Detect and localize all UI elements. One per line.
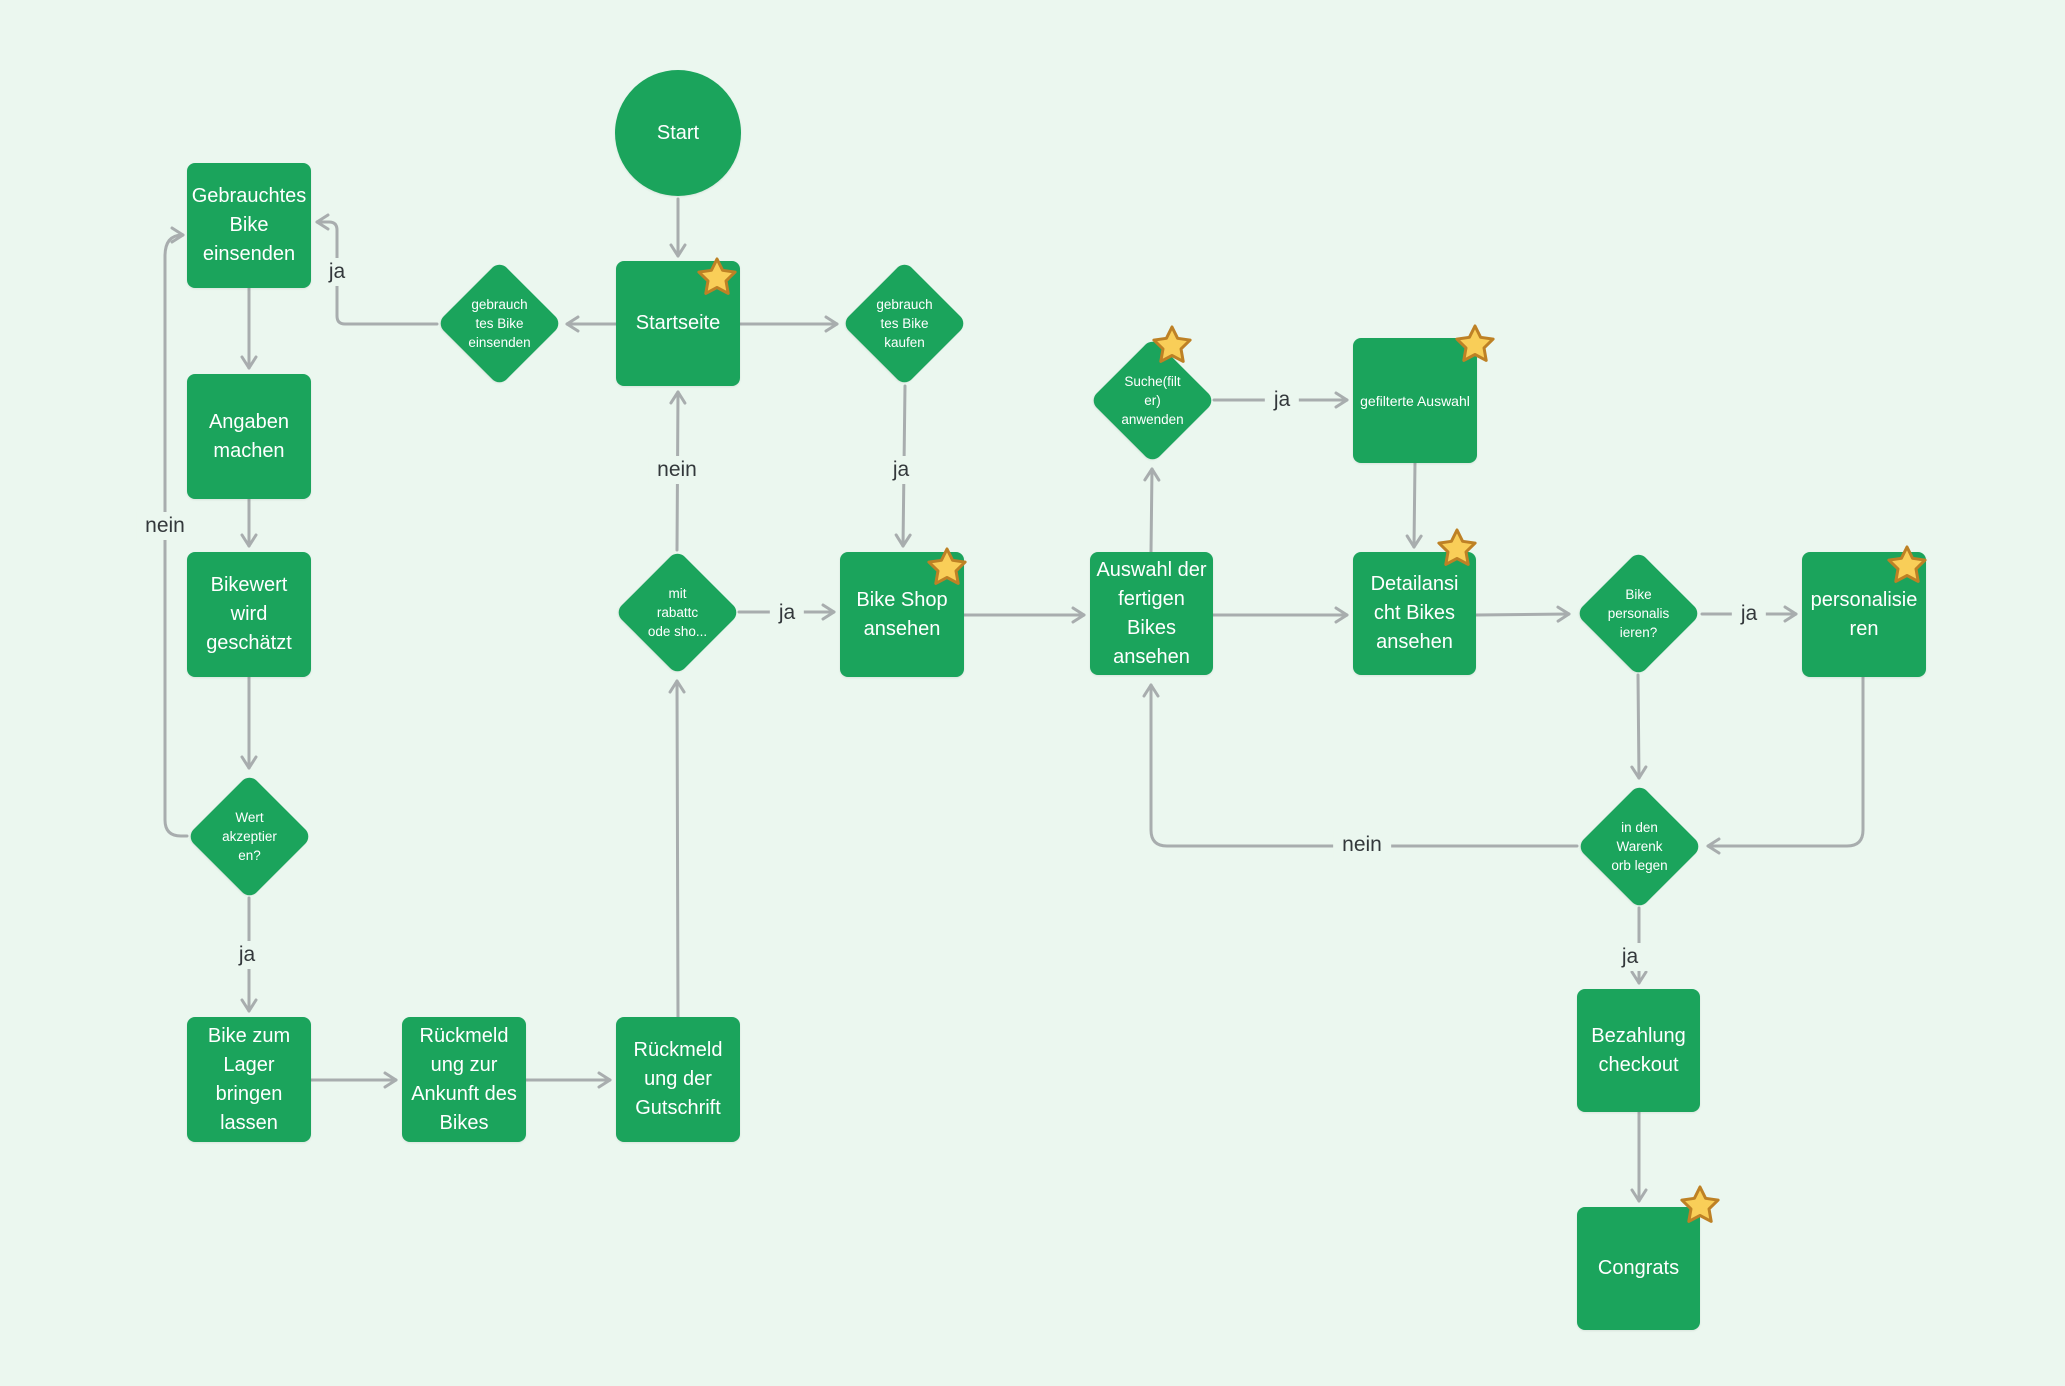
node-label: Gebrauchtes Bike einsenden [191, 185, 307, 265]
node-gebrauchtes-bike-kaufen-frage[interactable]: gebrauch tes Bike kaufen [842, 261, 967, 386]
star-icon[interactable] [1678, 1183, 1722, 1229]
node-bikewert-wird-geschaetzt[interactable]: Bikewert wird geschätzt [187, 552, 311, 677]
node-label: Rückmeld ung der Gutschrift [633, 1039, 723, 1119]
node-auswahl-fertige-bikes-ansehen[interactable]: Auswahl der fertigen Bikes ansehen [1090, 552, 1213, 675]
node-wert-akzeptieren[interactable]: Wert akzeptier en? [187, 774, 312, 899]
edge-label-ja[interactable]: ja [769, 599, 805, 627]
node-angaben-machen[interactable]: Angaben machen [187, 374, 311, 499]
node-label: in den Warenk orb legen [1611, 820, 1668, 873]
node-label: gefilterte Auswahl [1360, 392, 1470, 409]
node-label: Angaben machen [208, 410, 290, 462]
node-detailansicht-bikes-ansehen[interactable]: Detailansi cht Bikes ansehen [1353, 552, 1476, 675]
edge-label-ja[interactable]: ja [319, 258, 355, 286]
edge-detail-personalfrage[interactable] [1474, 605, 1571, 623]
edge-label-ja[interactable]: ja [229, 941, 265, 969]
edge-label-ja[interactable]: ja [1612, 943, 1648, 971]
node-label: Bikewert wird geschätzt [206, 574, 292, 654]
star-icon[interactable] [1435, 526, 1479, 572]
node-label: Startseite [635, 312, 721, 334]
node-gefilterte-auswahl[interactable]: gefilterte Auswahl [1353, 338, 1477, 463]
node-label: Rückmeld ung zur Ankunft des Bikes [411, 1024, 517, 1134]
star-icon[interactable] [695, 255, 739, 301]
node-rueckmeldung-gutschrift[interactable]: Rückmeld ung der Gutschrift [616, 1017, 740, 1142]
edge-personalfrage-warenkorb[interactable] [1630, 673, 1648, 780]
node-label: Detailansi cht Bikes ansehen [1370, 573, 1459, 653]
node-label: mit rabattc ode sho... [647, 586, 708, 639]
edge-auswahl-suche[interactable] [1143, 467, 1161, 554]
node-label: Suche(filt er) anwenden [1121, 374, 1184, 427]
star-icon[interactable] [1453, 322, 1497, 368]
edge-label-ja[interactable]: ja [883, 456, 919, 484]
edge-label-nein[interactable]: nein [648, 456, 706, 484]
star-icon[interactable] [925, 545, 969, 591]
node-label: gebrauch tes Bike einsenden [468, 297, 531, 350]
node-label: gebrauch tes Bike kaufen [876, 297, 933, 350]
node-label: Start [656, 121, 700, 144]
node-label: Bike Shop ansehen [856, 588, 948, 640]
edge-personalisieren-warenkorb[interactable] [1706, 675, 1865, 855]
node-label: Wert akzeptier en? [222, 810, 277, 863]
edge-label-ja[interactable]: ja [1731, 600, 1767, 628]
edge-gutschrift-rabattfrage[interactable] [668, 679, 686, 1019]
edge-label-nein[interactable]: nein [136, 512, 194, 540]
node-suche-filter-anwenden[interactable]: Suche(filt er) anwenden [1090, 338, 1215, 463]
node-rueckmeldung-ankunft-bikes[interactable]: Rückmeld ung zur Ankunft des Bikes [402, 1017, 526, 1142]
star-icon[interactable] [1150, 323, 1194, 369]
node-congrats[interactable]: Congrats [1577, 1207, 1700, 1330]
node-label: Bezahlung checkout [1591, 1024, 1686, 1076]
node-start[interactable]: Start [615, 70, 741, 196]
node-label: Bike personalis ieren? [1607, 587, 1670, 640]
node-gebrauchtes-bike-einsenden[interactable]: Gebrauchtes Bike einsenden [187, 163, 311, 288]
node-bezahlung-checkout[interactable]: Bezahlung checkout [1577, 989, 1700, 1112]
edge-gefilterte-detail[interactable] [1405, 460, 1423, 549]
node-label: Congrats [1597, 1257, 1680, 1279]
node-label: personalisie ren [1810, 588, 1918, 640]
star-icon[interactable] [1885, 543, 1929, 589]
node-gebrauchtes-bike-einsenden-frage[interactable]: gebrauch tes Bike einsenden [437, 261, 562, 386]
edge-label-ja[interactable]: ja [1264, 386, 1300, 414]
node-in-den-warenkorb-legen[interactable]: in den Warenk orb legen [1577, 784, 1702, 909]
edge-label-nein[interactable]: nein [1333, 831, 1391, 859]
node-label: Auswahl der fertigen Bikes ansehen [1096, 558, 1207, 668]
node-mit-rabattcode-frage[interactable]: mit rabattc ode sho... [615, 550, 740, 675]
node-label: Bike zum Lager bringen lassen [207, 1024, 291, 1134]
edge-warenkorb-nein[interactable] [1142, 683, 1579, 848]
node-bike-personalisieren-frage[interactable]: Bike personalis ieren? [1576, 551, 1701, 676]
node-bike-zum-lager-bringen-lassen[interactable]: Bike zum Lager bringen lassen [187, 1017, 311, 1142]
